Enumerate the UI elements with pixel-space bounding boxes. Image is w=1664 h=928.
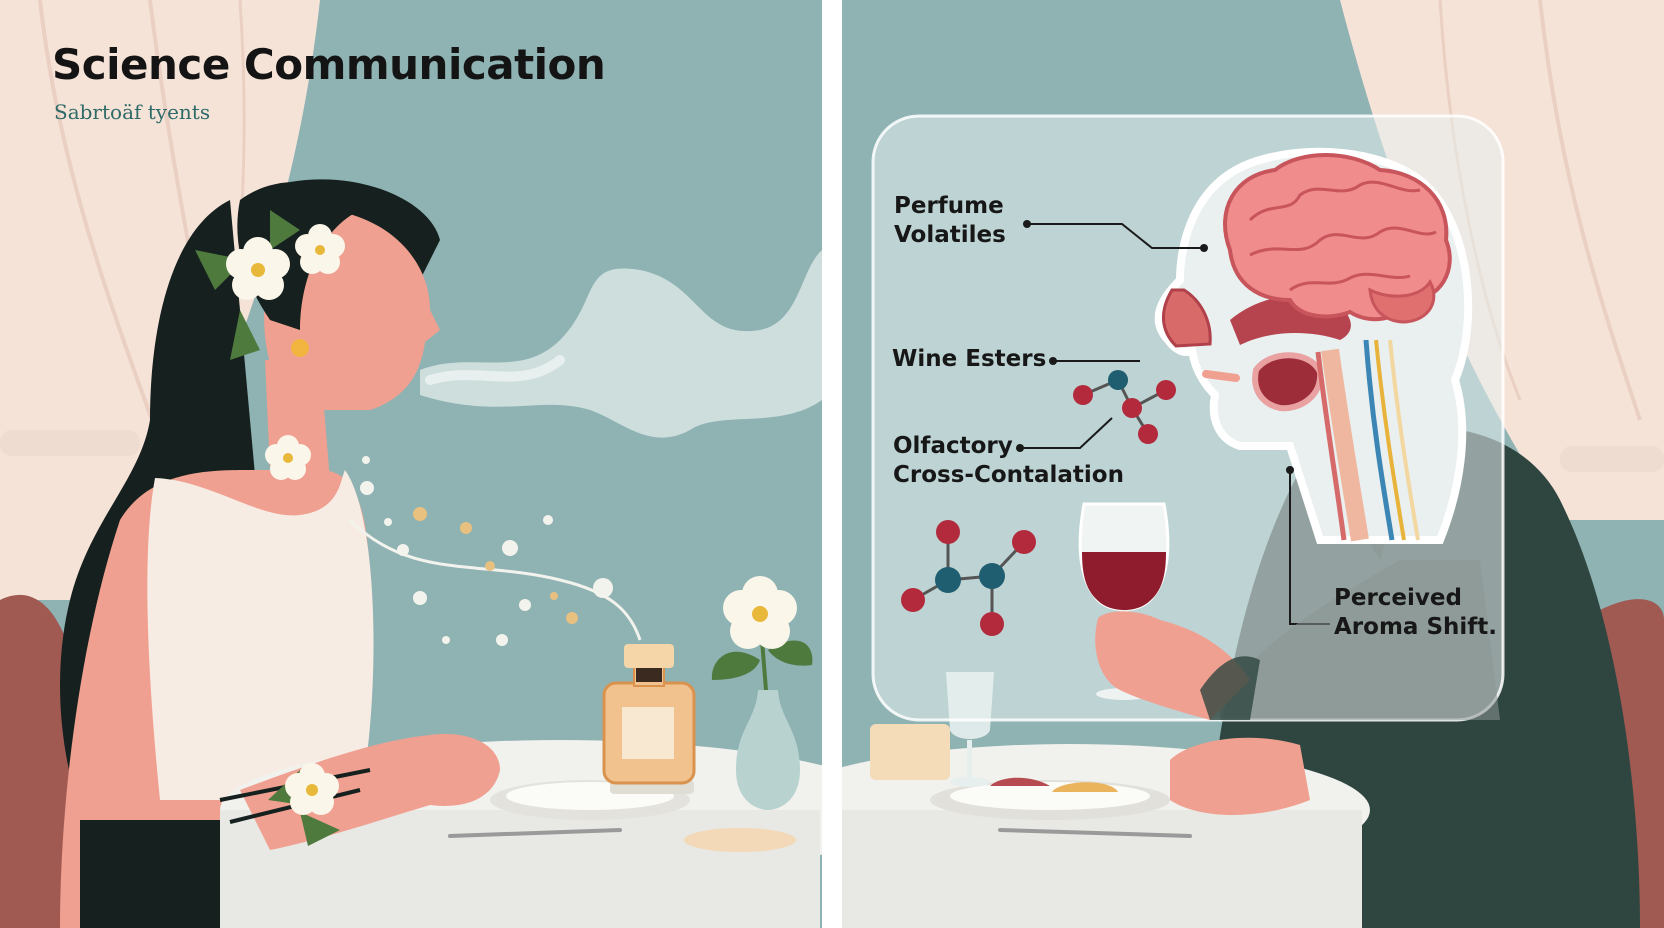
man-hand [1170,737,1310,815]
perfume-bottle-icon [602,644,696,794]
flower-vase-icon [711,576,813,810]
page-subtitle: Sabrtoäf tyents [54,100,211,124]
label-perceived-aroma-shift: Perceived Aroma Shift. [1334,584,1497,642]
aroma-particles [360,456,613,646]
label-perfume-volatiles: Perfume Volatiles [894,192,1006,250]
panel-divider [822,0,842,928]
label-line: Perceived [1334,585,1462,611]
jasmine-flower-icon [265,435,311,480]
label-line: Volatiles [894,222,1006,248]
label-wine-esters: Wine Esters [892,346,1047,372]
page-title: Science Communication [52,40,606,89]
smoke-plume [420,250,822,438]
jasmine-flower-icon [195,210,345,360]
molecule-icon [1073,370,1176,444]
olfactory-diagram-panel [871,114,1505,722]
wrist-flower-icon [219,763,371,846]
label-line: Aroma Shift. [1334,614,1497,640]
earring [291,339,309,357]
brain-icon [1223,153,1452,324]
nose [1161,288,1212,348]
drink-cup [870,724,950,780]
chair-left [0,594,80,928]
label-line: Olfactory [893,433,1013,459]
label-olfactory-cross-contamination: Olfactory Cross-Contalation [893,432,1124,490]
molecule-icon [901,520,1036,636]
label-line: Perfume [894,193,1004,219]
left-panel [0,0,822,928]
tank-top [147,470,374,800]
tongue [1252,352,1324,412]
label-line: Cross-Contalation [893,462,1124,488]
